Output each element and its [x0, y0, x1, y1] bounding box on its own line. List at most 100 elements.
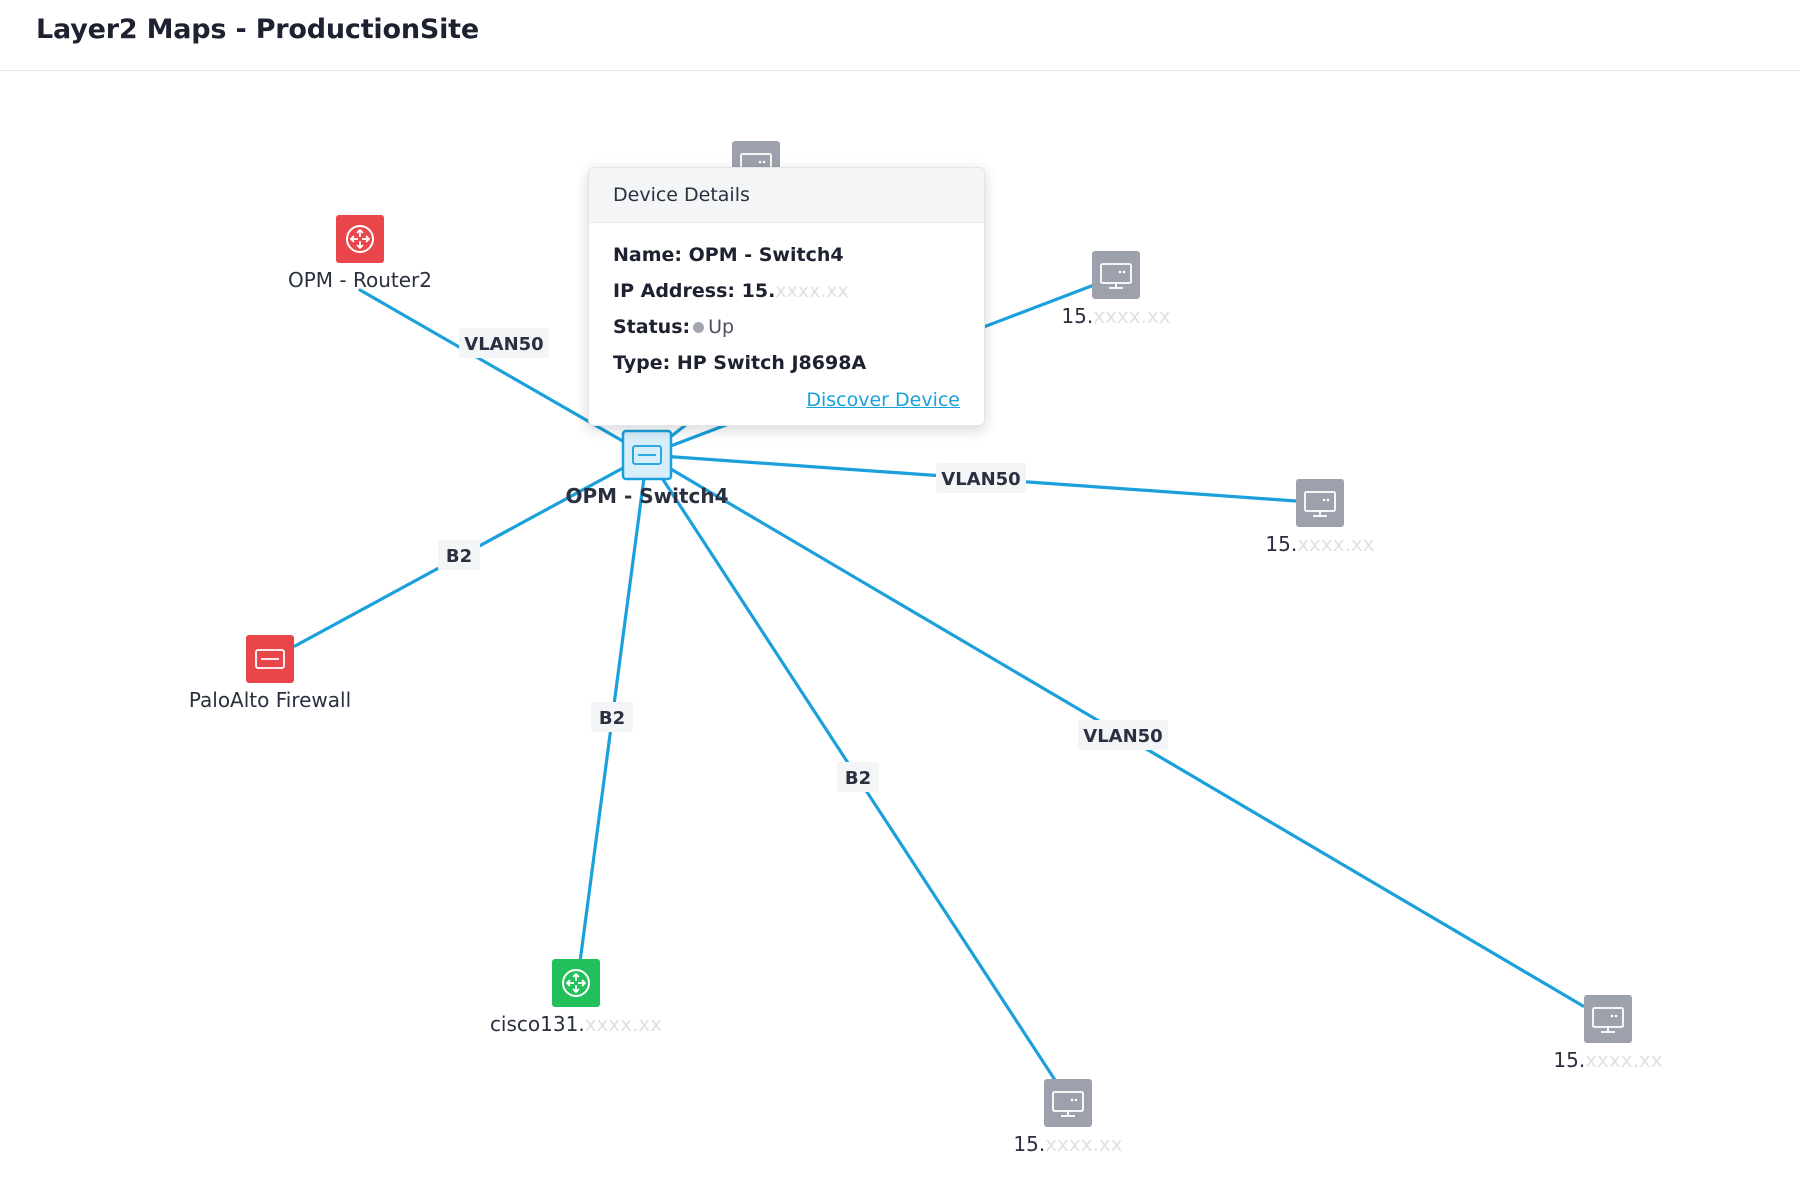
node-label: 15.xxxx.xx	[1061, 304, 1170, 328]
link-label: B2	[591, 702, 633, 732]
status-dot-icon	[693, 322, 705, 333]
node-tile	[552, 959, 600, 1007]
page-header: Layer2 Maps - ProductionSite	[0, 0, 1800, 71]
monitor-dot	[1074, 1098, 1078, 1102]
discover-device-link[interactable]: Discover Device	[806, 389, 960, 411]
arrow-up	[572, 972, 580, 981]
link-label-bg	[936, 463, 1026, 493]
node-label-text: 15.	[1265, 532, 1297, 556]
link-label-text: B2	[845, 768, 871, 789]
node-switch4[interactable]: OPM - Switch4	[565, 429, 729, 508]
monitor-icon[interactable]	[1296, 479, 1344, 527]
node-label: 15.xxxx.xx	[1553, 1048, 1662, 1072]
device-type-row: Type: HP Switch J8698A	[613, 345, 960, 381]
device-details-title: Device Details	[589, 168, 984, 223]
link-label: VLAN50	[936, 463, 1026, 493]
node-label: PaloAlto Firewall	[189, 688, 351, 712]
link-label-bg	[459, 328, 549, 358]
node-label-text: cisco131.	[490, 1012, 585, 1036]
device-ip-row: IP Address: 15.xxxx.xx	[613, 273, 960, 309]
monitor-dot	[1326, 498, 1330, 502]
device-details-body: Name: OPM - Switch4 IP Address: 15.xxxx.…	[589, 223, 984, 381]
node-label-text: 15.	[1013, 1132, 1045, 1156]
node-label-text: 15.	[1553, 1048, 1585, 1072]
device-details-popup: Device Details Name: OPM - Switch4 IP Ad…	[588, 167, 985, 426]
monitor-dot	[1070, 1098, 1074, 1102]
monitor-dot	[1610, 1014, 1614, 1018]
arrow-right	[578, 979, 587, 987]
device-type-key: Type:	[613, 352, 671, 374]
monitor-dot	[762, 160, 766, 164]
node-label: OPM - Router2	[288, 268, 432, 292]
monitor-icon[interactable]	[1584, 995, 1632, 1043]
node-host-b[interactable]: 15.xxxx.xx	[1013, 1079, 1123, 1156]
node-label: 15.xxxx.xx	[1013, 1132, 1122, 1156]
arrow-down	[356, 241, 364, 250]
link-label-text: VLAN50	[1083, 726, 1162, 747]
node-label-text: OPM - Switch4	[565, 484, 728, 508]
node-label-text: 15.	[1061, 304, 1093, 328]
link-label-text: VLAN50	[941, 469, 1020, 490]
arrow-right	[362, 235, 371, 243]
node-host-br[interactable]: 15.xxxx.xx	[1553, 995, 1663, 1072]
device-name-row: Name: OPM - Switch4	[613, 237, 960, 273]
switch-icon[interactable]	[246, 635, 294, 683]
monitor-icon[interactable]	[1044, 1079, 1092, 1127]
monitor-icon[interactable]	[1092, 251, 1140, 299]
link-label-text: B2	[446, 546, 472, 567]
node-host-r[interactable]: 15.xxxx.xx	[1265, 479, 1375, 556]
device-name-value: OPM - Switch4	[688, 244, 844, 266]
switch-icon[interactable]	[621, 429, 673, 481]
device-ip-masked: xxxx.xx	[775, 280, 849, 302]
link-label-text: VLAN50	[464, 334, 543, 355]
node-label-masked: xxxx.xx	[585, 1012, 663, 1036]
device-ip-key: IP Address:	[613, 280, 735, 302]
arrow-up	[356, 228, 364, 237]
link-label: B2	[837, 762, 879, 792]
node-label-masked: xxxx.xx	[1585, 1048, 1663, 1072]
node-router2[interactable]: OPM - Router2	[288, 215, 432, 292]
device-name-key: Name:	[613, 244, 683, 266]
monitor-dot	[758, 160, 762, 164]
link-label-text: B2	[599, 708, 625, 729]
link-label: VLAN50	[1078, 720, 1168, 750]
link-label-bg	[591, 702, 633, 732]
node-tile	[1584, 995, 1632, 1043]
device-type-value: HP Switch J8698A	[676, 352, 867, 374]
node-label-masked: xxxx.xx	[1297, 532, 1375, 556]
monitor-dot	[1322, 498, 1326, 502]
arrow-left	[349, 235, 358, 243]
page-title: Layer2 Maps - ProductionSite	[36, 14, 479, 45]
monitor-dot	[1122, 270, 1126, 274]
router-icon[interactable]	[552, 959, 600, 1007]
monitor-dot	[1118, 270, 1122, 274]
node-cisco131[interactable]: cisco131.xxxx.xx	[490, 959, 662, 1036]
arrow-left	[565, 979, 574, 987]
router-ring	[562, 969, 590, 997]
device-status-value: Up	[708, 316, 735, 338]
node-paloalto[interactable]: PaloAlto Firewall	[189, 635, 351, 712]
router-ring	[346, 225, 374, 253]
node-tile	[1044, 1079, 1092, 1127]
link-switch4-router2[interactable]	[358, 288, 649, 457]
node-label-text: OPM - Router2	[288, 268, 432, 292]
node-tile	[1092, 251, 1140, 299]
node-label: OPM - Switch4	[565, 484, 728, 508]
switch-body	[255, 649, 285, 669]
link-label-bg	[438, 540, 480, 570]
link-label-bg	[837, 762, 879, 792]
switch-body	[632, 445, 662, 465]
node-host-tr[interactable]: 15.xxxx.xx	[1061, 251, 1171, 328]
link-label: B2	[438, 540, 480, 570]
router-icon[interactable]	[336, 215, 384, 263]
link-label: VLAN50	[459, 328, 549, 358]
node-label: cisco131.xxxx.xx	[490, 1012, 662, 1036]
link-label-bg	[1078, 720, 1168, 750]
monitor-dot	[1614, 1014, 1618, 1018]
device-status-row: Status:Up	[613, 309, 960, 345]
arrow-down	[572, 985, 580, 994]
